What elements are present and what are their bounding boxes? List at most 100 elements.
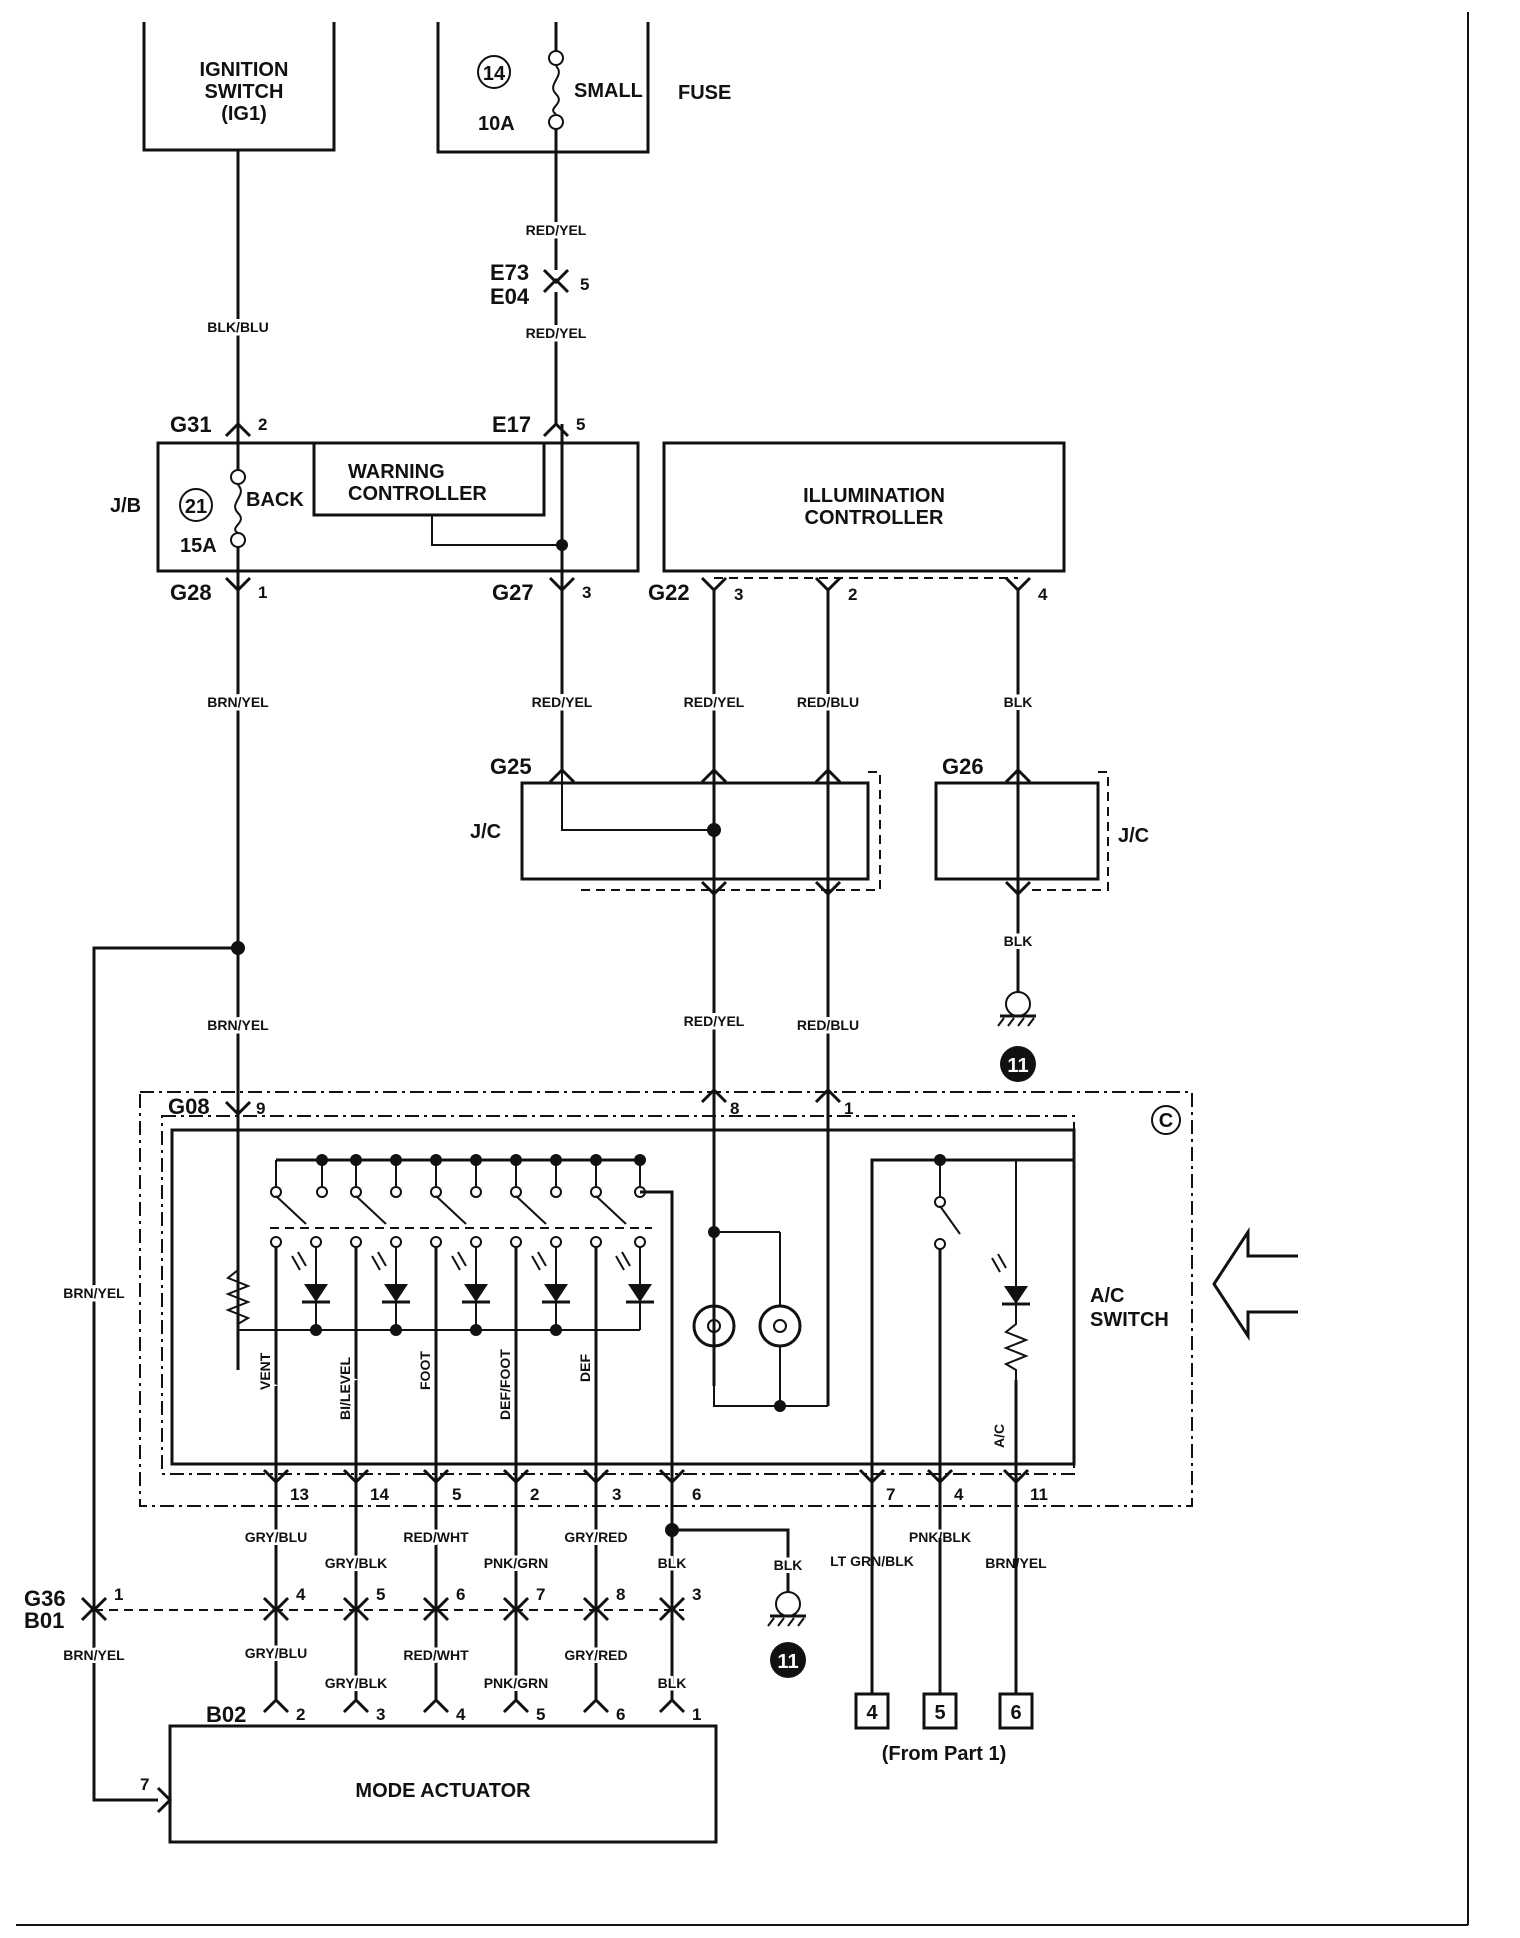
junction-block[interactable]: J/B 21 15A BACK: [110, 424, 640, 588]
svg-text:GRY/RED: GRY/RED: [564, 1647, 627, 1663]
ac-select-switch: A/C: [870, 1154, 1076, 1538]
svg-text:2: 2: [848, 585, 857, 604]
svg-text:PNK/BLK: PNK/BLK: [909, 1529, 971, 1545]
ac-switch-assembly[interactable]: C A/C SWITCH: [139, 1091, 1193, 1507]
svg-text:11: 11: [777, 1651, 798, 1673]
wire-label-red-yel-3: RED/YEL: [532, 694, 593, 710]
svg-text:GRY/BLU: GRY/BLU: [245, 1529, 307, 1545]
connector-g08[interactable]: G08 9 8 1: [168, 1087, 853, 1119]
wire-label-red-yel-2: RED/YEL: [526, 325, 587, 341]
connector-e17[interactable]: E17 5: [492, 412, 585, 438]
label-ac: A/C: [991, 1424, 1007, 1448]
ignition-switch[interactable]: IGNITION SWITCH (IG1): [142, 22, 336, 152]
svg-text:SWITCH: SWITCH: [205, 81, 284, 103]
vent-resistor: [225, 1269, 251, 1325]
mode-switch-contacts: [270, 1154, 652, 1248]
svg-text:1: 1: [114, 1585, 123, 1604]
wire-label-brn-yel-5: BRN/YEL: [63, 1647, 125, 1663]
ac-switch-bottom-pins[interactable]: 13 14 5 2 3 6 7 4 11: [262, 1468, 1048, 1504]
svg-text:RED/YEL: RED/YEL: [684, 1013, 745, 1029]
svg-text:G31: G31: [170, 412, 212, 437]
svg-text:8: 8: [730, 1099, 739, 1118]
wire-label-blk-3: BLK: [658, 1555, 687, 1571]
wire-label-red-blu-1: RED/BLU: [797, 694, 859, 710]
svg-text:G22: G22: [648, 580, 690, 605]
svg-text:RED/WHT: RED/WHT: [403, 1647, 469, 1663]
svg-text:BRN/YEL: BRN/YEL: [63, 1647, 125, 1663]
svg-text:10A: 10A: [478, 113, 515, 135]
wire-label-brn-yel-3: BRN/YEL: [63, 1285, 125, 1301]
svg-text:PNK/GRN: PNK/GRN: [484, 1555, 549, 1571]
svg-text:4: 4: [296, 1585, 306, 1604]
svg-text:14: 14: [370, 1485, 389, 1504]
svg-text:BLK: BLK: [1004, 694, 1033, 710]
svg-text:GRY/BLU: GRY/BLU: [245, 1645, 307, 1661]
connector-g27[interactable]: G27 3: [492, 576, 591, 605]
svg-text:RED/BLU: RED/BLU: [797, 1017, 859, 1033]
connector-g28[interactable]: G28 1: [170, 576, 267, 605]
illumination-bulbs: [692, 1226, 828, 1412]
wire-label-blk-blu: BLK/BLU: [207, 319, 268, 335]
svg-text:J/B: J/B: [110, 495, 141, 517]
wire-label-blk-tap: BLK: [774, 1557, 803, 1573]
warning-controller[interactable]: WARNING CONTROLLER: [312, 441, 546, 517]
wire-label-gry-red-2: GRY/RED: [564, 1647, 627, 1663]
svg-text:RED/YEL: RED/YEL: [532, 694, 593, 710]
svg-text:J/C: J/C: [1118, 825, 1149, 847]
wire-label-blk-4: BLK: [658, 1675, 687, 1691]
connector-b02[interactable]: B02 2 3 4 5 6 1: [206, 1697, 701, 1727]
svg-text:SWITCH: SWITCH: [1090, 1309, 1169, 1331]
from-part1-terminals[interactable]: 4 5 6 (From Part 1): [854, 1692, 1034, 1765]
svg-text:BRN/YEL: BRN/YEL: [63, 1285, 125, 1301]
connector-g22[interactable]: G22 3 2 4: [648, 576, 1048, 605]
illumination-controller[interactable]: ILLUMINATION CONTROLLER: [662, 441, 1066, 573]
svg-text:3: 3: [376, 1705, 385, 1724]
wire-label-blk-2: BLK: [1004, 933, 1033, 949]
svg-text:5: 5: [376, 1585, 385, 1604]
wire-label-gry-blk-1: GRY/BLK: [325, 1555, 387, 1571]
svg-text:BLK: BLK: [658, 1555, 687, 1571]
svg-text:G36: G36: [24, 1586, 66, 1611]
svg-text:FOOT: FOOT: [417, 1351, 433, 1390]
svg-text:VENT: VENT: [257, 1352, 273, 1390]
connector-g31[interactable]: G31 2: [170, 412, 267, 438]
svg-text:MODE ACTUATOR: MODE ACTUATOR: [355, 1780, 531, 1802]
svg-text:2: 2: [258, 415, 267, 434]
wire-label-brn-yel-2: BRN/YEL: [207, 1017, 269, 1033]
junction-connector-g26[interactable]: G26 J/C: [934, 754, 1149, 897]
ground-symbol-lower[interactable]: 11: [767, 1591, 806, 1678]
svg-text:21: 21: [185, 496, 207, 518]
wire-label-red-wht-2: RED/WHT: [403, 1647, 469, 1663]
svg-text:7: 7: [536, 1585, 545, 1604]
svg-text:SMALL: SMALL: [574, 80, 643, 102]
connector-g36-b01[interactable]: G36 B01 1 4 5 6 7 8 3: [24, 1585, 701, 1633]
svg-text:13: 13: [290, 1485, 309, 1504]
connector-e73-e04[interactable]: E73 E04 5: [490, 260, 589, 309]
fuse-small[interactable]: 14 10A SMALL: [436, 22, 650, 154]
svg-text:BRN/YEL: BRN/YEL: [207, 694, 269, 710]
wire-label-red-yel-4: RED/YEL: [684, 694, 745, 710]
wire-label-red-wht-1: RED/WHT: [403, 1529, 469, 1545]
svg-text:3: 3: [612, 1485, 621, 1504]
svg-text:A/C: A/C: [1090, 1285, 1124, 1307]
svg-text:6: 6: [1010, 1702, 1021, 1724]
svg-text:IGNITION: IGNITION: [200, 59, 289, 81]
mode-actuator[interactable]: 7 MODE ACTUATOR: [140, 1724, 718, 1844]
svg-text:GRY/BLK: GRY/BLK: [325, 1555, 387, 1571]
svg-text:BACK: BACK: [246, 489, 304, 511]
svg-text:11: 11: [1007, 1055, 1028, 1077]
wire-mode-ground: [640, 1190, 674, 1700]
svg-text:ILLUMINATION: ILLUMINATION: [803, 485, 945, 507]
svg-text:1: 1: [258, 583, 267, 602]
junction-connector-g25[interactable]: G25 J/C: [470, 754, 881, 897]
wire-label-red-yel-5: RED/YEL: [684, 1013, 745, 1029]
svg-text:11: 11: [1030, 1485, 1048, 1504]
wire-label-gry-blu-1: GRY/BLU: [245, 1529, 307, 1545]
fuse-number-badge: [477, 55, 511, 89]
label-foot: FOOT: [417, 1351, 433, 1390]
svg-text:RED/BLU: RED/BLU: [797, 694, 859, 710]
svg-text:G27: G27: [492, 580, 534, 605]
ground-symbol[interactable]: 11: [997, 991, 1036, 1082]
svg-text:DEF: DEF: [577, 1354, 593, 1382]
svg-text:CONTROLLER: CONTROLLER: [348, 483, 487, 505]
